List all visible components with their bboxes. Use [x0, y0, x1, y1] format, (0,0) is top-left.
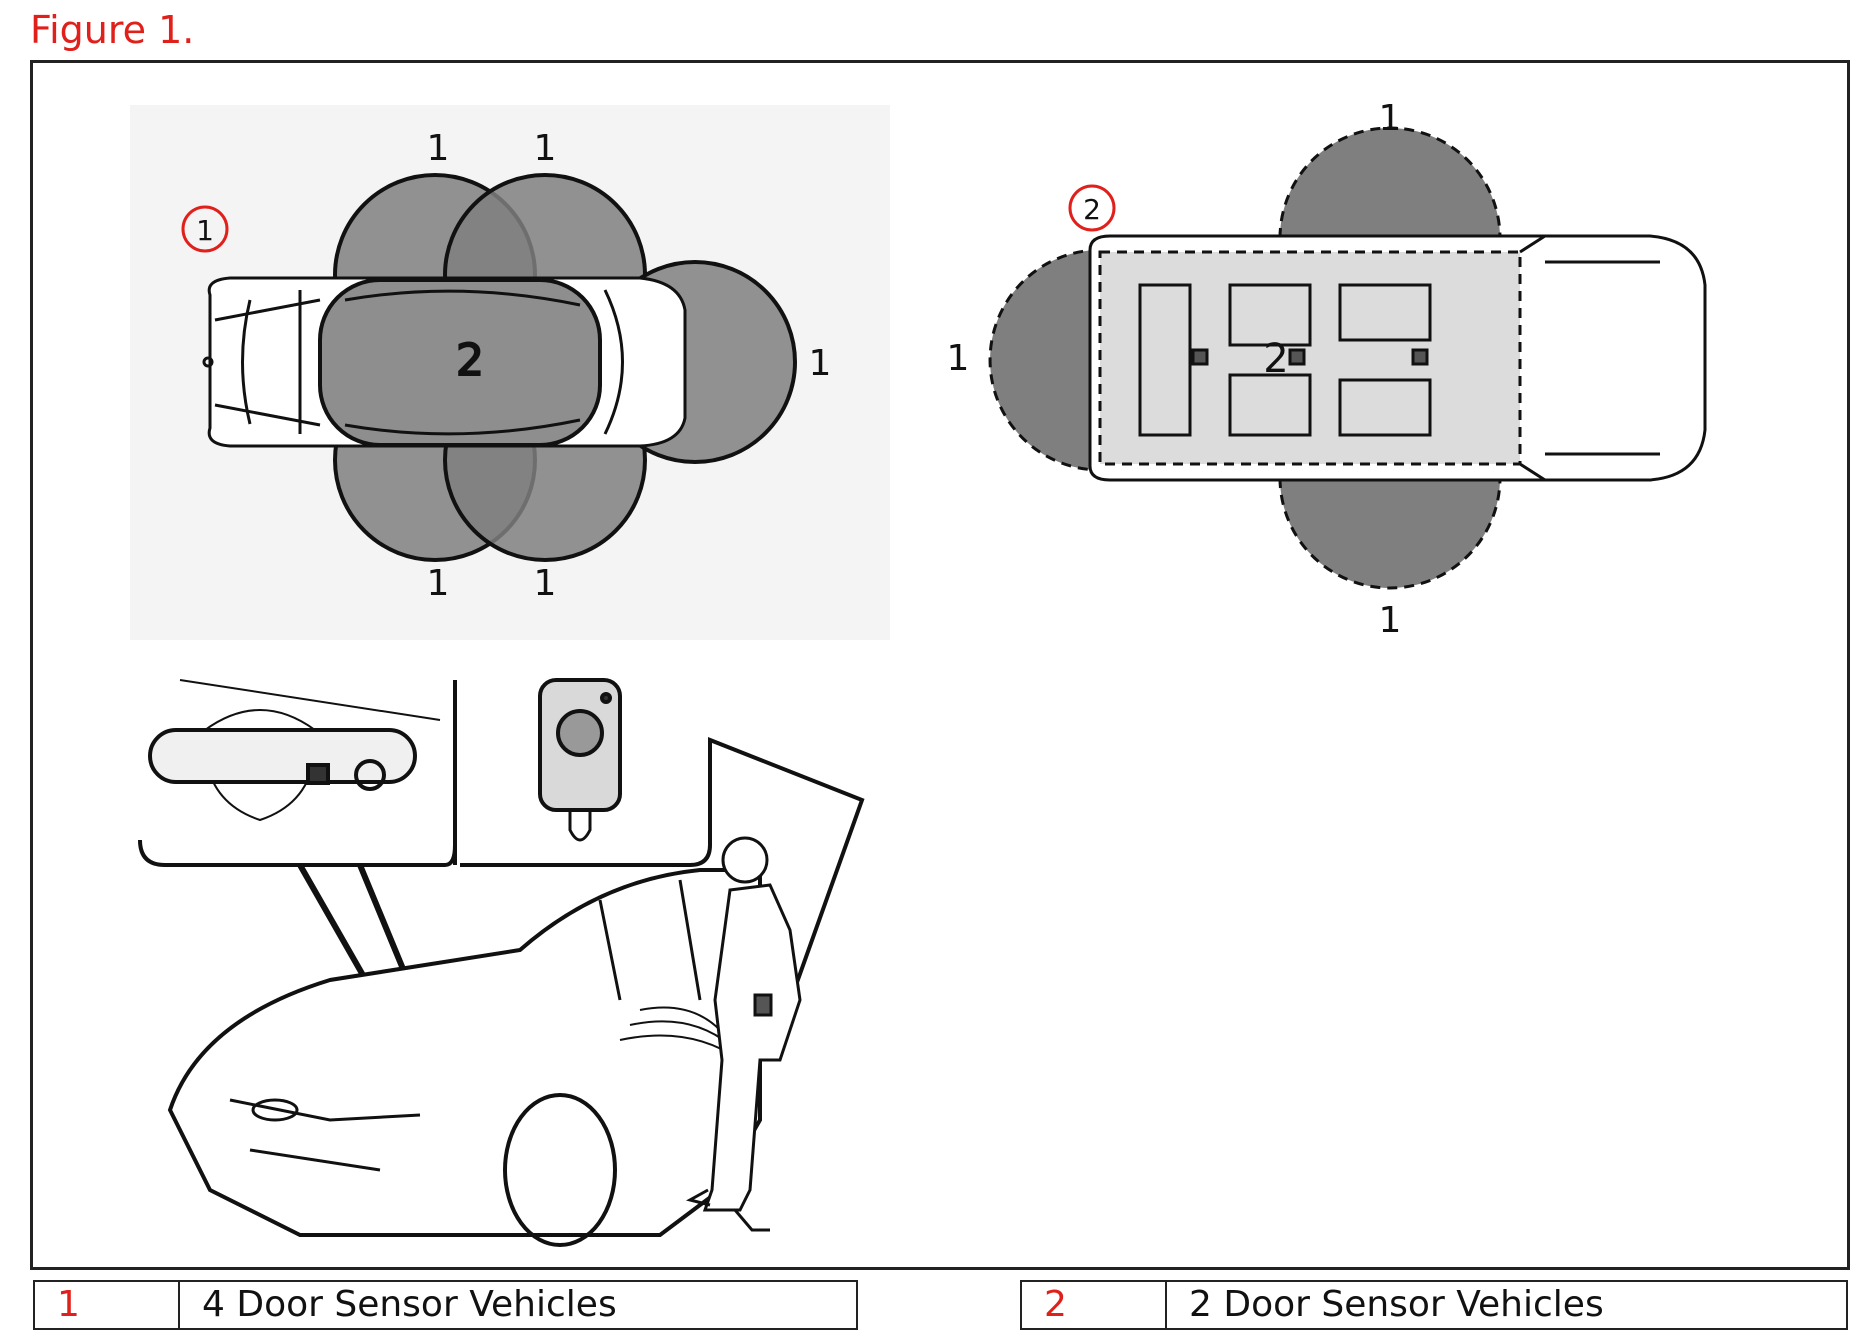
callout-circle-2-door — [1068, 184, 1116, 232]
panel-2-door: 1 1 1 2 2 — [947, 98, 1707, 641]
cabin-zone-4-door — [318, 278, 602, 447]
zone-bottom-door — [1278, 476, 1502, 590]
zone-label: 1 — [1379, 600, 1402, 641]
legend-text: 4 Door Sensor Vehicles — [202, 1284, 617, 1325]
fob-bubble-border — [460, 737, 865, 1031]
zone-label: 1 — [427, 128, 450, 169]
door-handle — [148, 728, 417, 784]
zone-label: 1 — [534, 563, 557, 604]
legend-number: 2 — [1022, 1282, 1167, 1328]
zone-rear-gate — [988, 248, 1102, 472]
zone-label: 1 — [1379, 98, 1402, 139]
panel-4-door: 1 1 1 1 1 2 1 — [130, 105, 890, 640]
callout-number-2-door: 2 — [1083, 193, 1101, 226]
zone-label: 1 — [427, 563, 450, 604]
cabin-label: 2 — [1263, 336, 1288, 382]
sedan-side-view — [167, 868, 762, 1237]
legend-number: 1 — [35, 1282, 180, 1328]
zone-label: 1 — [534, 128, 557, 169]
callout-circle-4-door — [181, 205, 229, 253]
zone-label: 1 — [809, 343, 832, 384]
zone-label: 1 — [947, 338, 970, 379]
legend-row-2: 2 2 Door Sensor Vehicles — [1020, 1280, 1848, 1330]
suv-top-view — [1088, 234, 1707, 482]
legend-row-1: 1 4 Door Sensor Vehicles — [33, 1280, 858, 1330]
detection-zones-2-door — [988, 126, 1502, 590]
zone-top-door — [1278, 126, 1502, 240]
roof-lines — [344, 289, 581, 436]
figure-title: Figure 1. — [30, 8, 195, 52]
cabin-label: 2 — [456, 335, 484, 386]
keyless-entry-illustration — [138, 678, 865, 1247]
legend-text: 2 Door Sensor Vehicles — [1189, 1284, 1604, 1325]
person-figure — [685, 836, 802, 1232]
callout-number-4-door: 1 — [196, 214, 214, 247]
